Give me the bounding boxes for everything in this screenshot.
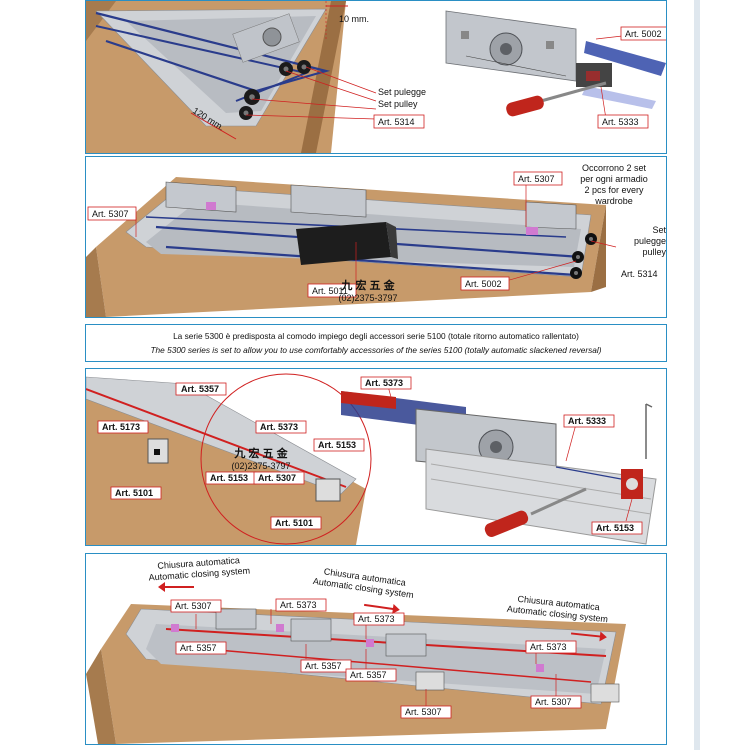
label-art-5153-mid: Art. 5153: [318, 440, 357, 450]
label-set-pulley: Set pulley: [378, 99, 418, 109]
label-art-5101-left: Art. 5101: [115, 488, 154, 498]
label-art-5002: Art. 5002: [625, 29, 662, 39]
caption-italian: La serie 5300 è predisposta al comodo im…: [173, 331, 579, 341]
panel-accessories-5100: Art. 5357 Art. 5173 Art. 5101 Art. 5373 …: [85, 368, 667, 546]
label-art-5153-low: Art. 5153: [210, 473, 249, 483]
label-art-5357-b: Art. 5357: [305, 661, 342, 671]
set-line-2: pulegge: [633, 236, 666, 246]
closing-arrow-left-icon: [158, 582, 194, 592]
label-art-5314: Art. 5314: [621, 269, 658, 279]
label-art-5357: Art. 5357: [181, 384, 220, 394]
watermark-tel: (02)2375-3797: [338, 293, 398, 303]
label-art-5314: Art. 5314: [378, 117, 415, 127]
label-art-5333: Art. 5333: [602, 117, 639, 127]
label-art-5307: Art. 5307: [258, 473, 297, 483]
watermark-tel: (02)2375-3797: [231, 461, 291, 471]
label-art-5373-a: Art. 5373: [280, 600, 317, 610]
watermark-cn: 九 宏 五 金: [234, 448, 288, 460]
label-art-5153-right: Art. 5153: [596, 523, 635, 533]
label-art-5373-right: Art. 5373: [365, 378, 404, 388]
label-art-5011: Art. 5011: [312, 286, 348, 296]
watermark-cn: 九 宏 五 金: [341, 280, 395, 292]
note-line-1: Occorrono 2 set: [581, 163, 647, 173]
set-line-3: pulley: [642, 247, 666, 257]
panel-mechanism-overview: Occorrono 2 set per ogni armadio 2 pcs f…: [85, 156, 667, 318]
note-line-3: 2 pcs for every: [584, 185, 644, 195]
label-art-5373-mid: Art. 5373: [260, 422, 299, 432]
label-art-5307-right: Art. 5307: [518, 174, 555, 184]
note-line-2: per ogni armadio: [580, 174, 648, 184]
label-art-5357-a: Art. 5357: [180, 643, 217, 653]
set-line-1: Set: [652, 225, 666, 235]
panel-automatic-closing: Chiusura automatica Automatic closing sy…: [85, 553, 667, 745]
series-caption: La serie 5300 è predisposta al comodo im…: [85, 324, 667, 362]
label-art-5357-c: Art. 5357: [350, 670, 387, 680]
note-two-sets: Occorrono 2 set per ogni armadio 2 pcs f…: [564, 163, 664, 207]
label-art-5307-a: Art. 5307: [175, 601, 212, 611]
note-line-4: wardrobe: [595, 196, 633, 206]
page-edge-strip: [694, 0, 700, 750]
label-art-5173: Art. 5173: [102, 422, 141, 432]
dim-10mm: 10 mm.: [339, 14, 370, 24]
label-art-5307-left: Art. 5307: [92, 209, 129, 219]
mechanism-illustration: [86, 171, 617, 317]
label-art-5307-c: Art. 5307: [535, 697, 572, 707]
label-set-pulley-group: Set pulegge pulley: [606, 225, 666, 258]
pulley-set-illustration: [86, 1, 666, 153]
label-art-5333: Art. 5333: [568, 416, 607, 426]
closing-illustration: [86, 598, 626, 744]
label-art-5101-mid: Art. 5101: [275, 518, 314, 528]
caption-english: The 5300 series is set to allow you to u…: [150, 345, 602, 355]
label-art-5307-b: Art. 5307: [405, 707, 442, 717]
panel-pulley-set: 10 mm. 120 mm. Set pulegge Set pulley Ar…: [85, 0, 667, 154]
accessories-illustration: [86, 373, 657, 545]
label-art-5373-c: Art. 5373: [530, 642, 567, 652]
label-set-pulegge: Set pulegge: [378, 87, 427, 97]
label-art-5373-b: Art. 5373: [358, 614, 395, 624]
label-art-5002: Art. 5002: [465, 279, 502, 289]
